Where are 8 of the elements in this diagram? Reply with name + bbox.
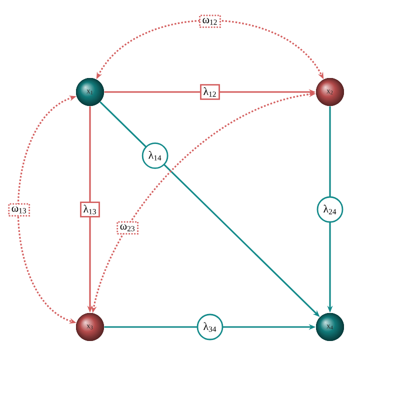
edge-label: λ$_{34}$ — [196, 314, 224, 340]
edge-label: λ$_{13}$ — [80, 202, 100, 218]
edge-label: λ$_{24}$ — [316, 196, 344, 223]
edge-label: ω$_{23}$ — [116, 221, 138, 234]
edge-label: ω$_{12}$ — [199, 14, 221, 28]
edge-label: λ$_{12}$ — [200, 84, 220, 100]
edge-label: λ$_{14}$ — [142, 142, 168, 169]
edge-label: ω$_{13}$ — [8, 203, 30, 217]
